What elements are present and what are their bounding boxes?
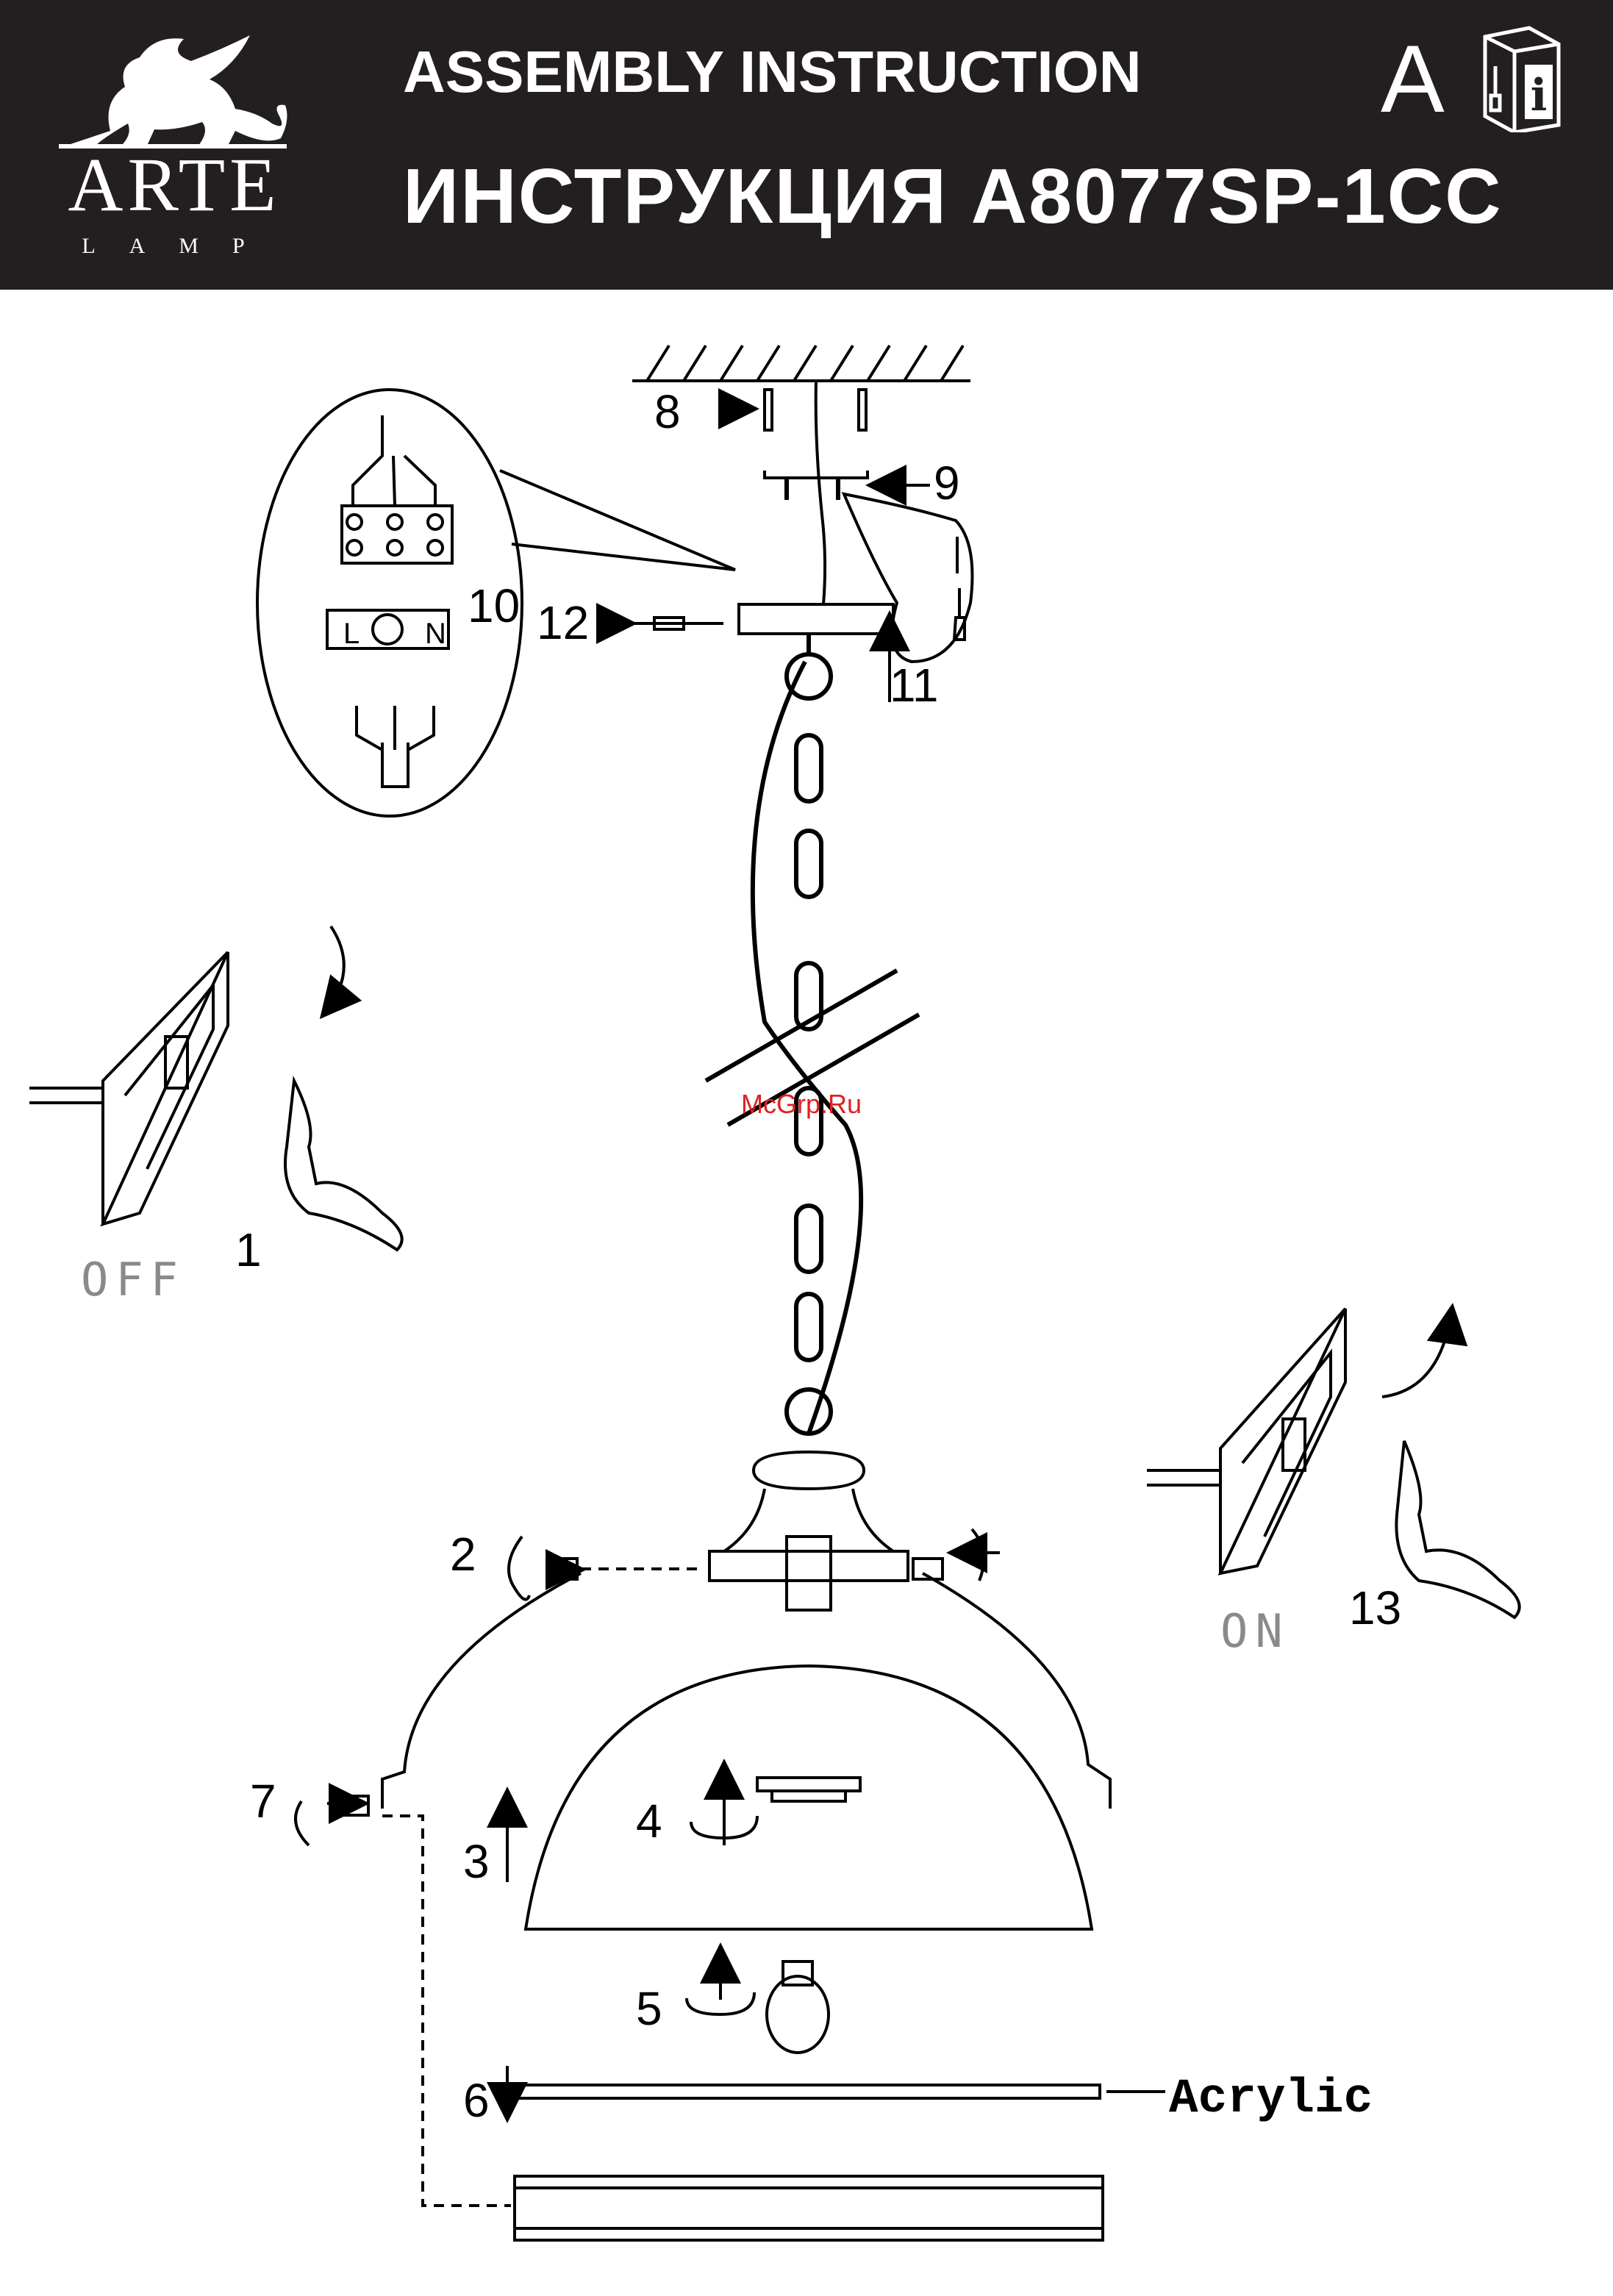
step-10: 10	[468, 582, 520, 629]
switch-on-label: ON	[1220, 1609, 1290, 1654]
step-11: 11	[890, 662, 938, 709]
step-13: 13	[1349, 1584, 1401, 1631]
step-5: 5	[636, 1985, 662, 2032]
wiring-l-label: L	[343, 618, 360, 650]
header-bar: ARTE LAMP ASSEMBLY INSTRUCTION ИНСТРУКЦИ…	[0, 0, 1613, 290]
step-2: 2	[450, 1531, 476, 1578]
category-badge: A	[1381, 31, 1445, 126]
step-12: 12	[537, 599, 589, 646]
step-9: 9	[934, 459, 960, 507]
chain	[787, 634, 831, 1434]
step-3: 3	[463, 1838, 490, 1885]
svg-text:i: i	[1531, 70, 1548, 121]
acrylic-label: Acrylic	[1169, 2075, 1373, 2123]
ceiling-hatch	[632, 346, 970, 381]
griffin-logo-icon	[51, 21, 294, 153]
title-ru: ИНСТРУКЦИЯ A8077SP-1CC	[403, 157, 1503, 235]
brand-name: ARTE	[53, 147, 296, 223]
step-4: 4	[636, 1798, 662, 1845]
brand-sub: LAMP	[59, 235, 301, 257]
step-8: 8	[654, 388, 681, 435]
switch-off-label: OFF	[81, 1257, 185, 1303]
step-7: 7	[250, 1778, 276, 1825]
step-1: 1	[235, 1226, 262, 1273]
step-6: 6	[463, 2077, 490, 2124]
assembly-diagram: L N	[0, 290, 1613, 2296]
anchor-icon	[724, 390, 866, 430]
title-en: ASSEMBLY INSTRUCTION	[403, 43, 1142, 101]
wiring-n-label: N	[425, 618, 446, 650]
manual-book-icon: i	[1478, 22, 1566, 132]
watermark: McGrp.Ru	[741, 1091, 862, 1117]
